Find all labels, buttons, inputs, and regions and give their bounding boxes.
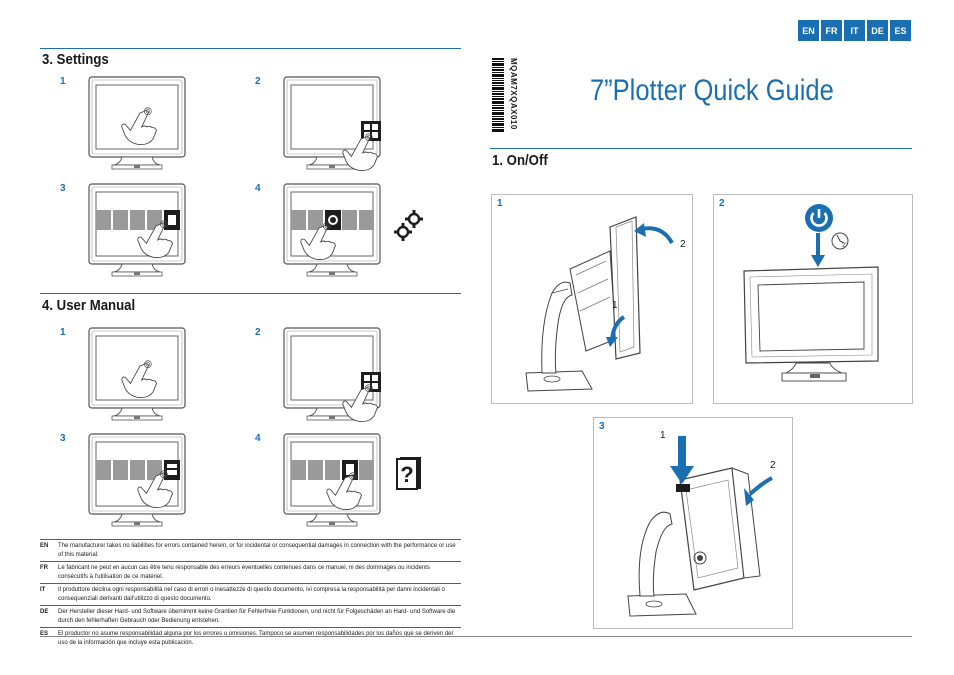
hand-tap-icon (323, 471, 367, 511)
user-manual-heading: 4. User Manual (42, 297, 136, 314)
barcode-text: MQAM7XQAX010 (509, 58, 518, 130)
on-off-heading: 1. On/Off (492, 152, 548, 169)
disclaimer-list: EN The manufacturer takes no liabilities… (40, 539, 461, 649)
user-manual-step-3-image (88, 433, 186, 527)
disclaimer-code: ES (40, 631, 49, 637)
page-title: 7”Plotter Quick Guide (590, 74, 834, 107)
panel-number: 2 (719, 198, 725, 209)
panel-number: 1 (497, 198, 503, 209)
plotter-rear-illustration (627, 436, 773, 617)
settings-step-3-image (88, 183, 186, 277)
timer-icon: 2" (831, 232, 849, 250)
user-manual-step-2-number: 2 (255, 327, 261, 338)
down-arrow-icon (811, 233, 825, 267)
disclaimer-it: IT Il produttore declina ogni responsabi… (40, 583, 461, 605)
disclaimer-en: EN The manufacturer takes no liabilities… (40, 539, 461, 561)
hand-tap-icon (118, 359, 162, 399)
lang-fr[interactable]: FR (821, 20, 842, 41)
callout-2: 2 (770, 460, 776, 471)
lang-en[interactable]: EN (798, 20, 819, 41)
disclaimer-code: FR (40, 565, 48, 571)
svg-text:?: ? (400, 462, 413, 487)
hand-tap-icon (297, 221, 341, 261)
user-manual-step-1-image (88, 327, 186, 421)
tile-selected-icon (164, 460, 180, 480)
settings-heading: 3. Settings (42, 51, 109, 68)
disclaimer-text: Le fabricant ne peut en aucun cas être t… (58, 565, 430, 580)
settings-gears-icon (394, 210, 423, 241)
hand-tap-icon (339, 383, 383, 423)
callout-2: 2 (680, 239, 686, 250)
settings-step-3-number: 3 (60, 183, 66, 194)
settings-step-2-image (283, 76, 381, 170)
callout-1: 1 (660, 430, 666, 441)
tile-selected-icon (325, 210, 341, 230)
lang-it[interactable]: IT (844, 20, 865, 41)
lang-es[interactable]: ES (890, 20, 911, 41)
disclaimer-code: IT (40, 587, 46, 593)
user-manual-step-4-image (283, 433, 381, 527)
settings-step-1-number: 1 (60, 76, 66, 87)
settings-step-4-number: 4 (255, 183, 261, 194)
disclaimer-text: The manufacturer takes no liabilities fo… (58, 543, 456, 558)
plotter-mount-illustration (525, 216, 674, 392)
hand-tap-icon (339, 132, 383, 172)
settings-step-1-image (88, 76, 186, 170)
disclaimer-text: Il produttore declina ogni responsabilit… (58, 587, 445, 602)
panel-number: 3 (599, 421, 605, 432)
on-off-panel-2: 2 2" (713, 194, 913, 404)
user-manual-step-1-number: 1 (60, 327, 66, 338)
disclaimer-de: DE Der Hersteller dieser Hard- und Softw… (40, 605, 461, 627)
bottom-rule (40, 636, 912, 637)
svg-text:2": 2" (842, 243, 847, 249)
lang-de[interactable]: DE (867, 20, 888, 41)
barcode (492, 58, 504, 132)
user-manual-step-4-number: 4 (255, 433, 261, 444)
on-off-panel-1: 1 2 1 (491, 194, 693, 404)
disclaimer-code: DE (40, 609, 49, 615)
user-manual-step-2-image (283, 327, 381, 421)
tile-selected-icon (164, 210, 180, 230)
hand-tap-icon (118, 106, 162, 146)
disclaimer-fr: FR Le fabricant ne peut en aucun cas êtr… (40, 561, 461, 583)
settings-step-4-image (283, 183, 381, 277)
plotter-display-illustration (743, 266, 879, 382)
language-selector: EN FR IT DE ES (798, 20, 911, 41)
on-off-panel-3: 3 1 2 (593, 417, 793, 629)
disclaimer-text: El productor no asume responsabilidad al… (58, 631, 453, 646)
power-icon (805, 204, 833, 232)
disclaimer-es: ES El productor no asume responsabilidad… (40, 627, 461, 649)
barcode-icon (492, 58, 504, 132)
disclaimer-text: Der Hersteller dieser Hard- und Software… (58, 609, 456, 624)
help-manual-icon: ? (396, 457, 421, 490)
settings-step-2-number: 2 (255, 76, 261, 87)
hand-tap-icon (134, 219, 178, 259)
callout-1: 1 (612, 300, 618, 311)
disclaimer-code: EN (40, 543, 49, 549)
hand-tap-icon (134, 469, 178, 509)
user-manual-step-3-number: 3 (60, 433, 66, 444)
